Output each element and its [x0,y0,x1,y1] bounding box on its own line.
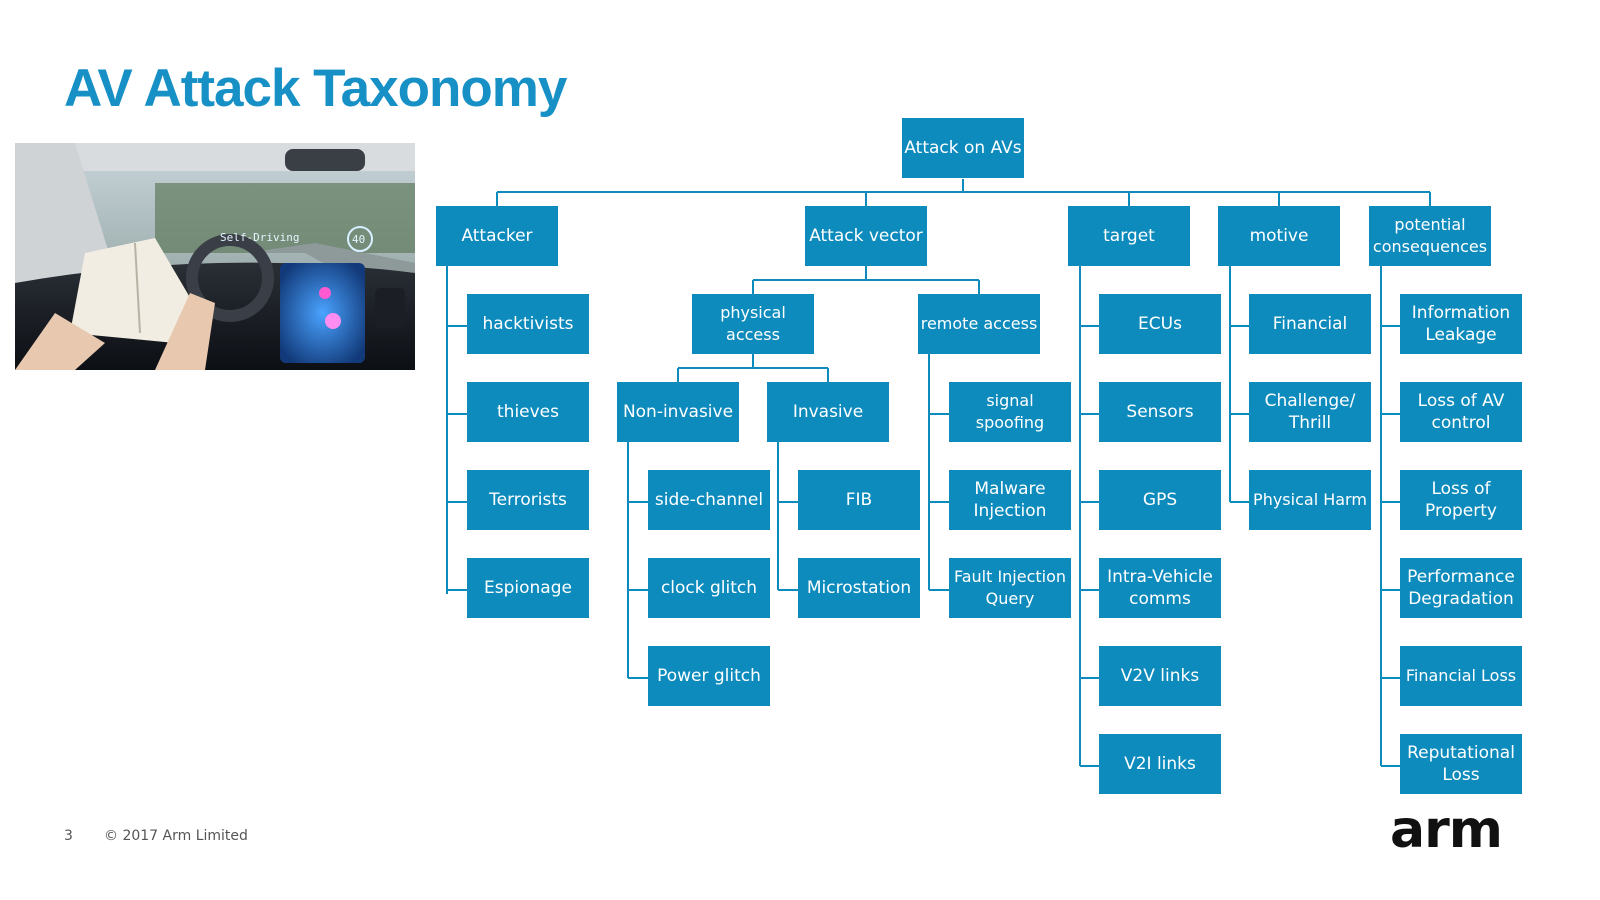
arm-logo: arm [1390,800,1503,860]
node-signal-spoofing: signal spoofing [949,382,1071,442]
node-ecus: ECUs [1099,294,1221,354]
node-terrorists: Terrorists [467,470,589,530]
node-attacker: Attacker [436,206,558,266]
node-financial: Financial [1249,294,1371,354]
node-hacktivists: hacktivists [467,294,589,354]
node-power-glitch: Power glitch [648,646,770,706]
node-non-invasive: Non-invasive [617,382,739,442]
node-loss-of-property: Loss of Property [1400,470,1522,530]
node-fault-injection-query: Fault Injection Query [949,558,1071,618]
node-espionage: Espionage [467,558,589,618]
node-physical-harm: Physical Harm [1249,470,1371,530]
node-invasive: Invasive [767,382,889,442]
node-reputational-loss: Reputational Loss [1400,734,1522,794]
node-malware-injection: Malware Injection [949,470,1071,530]
node-physical-access: physical access [692,294,814,354]
node-v2i-links: V2I links [1099,734,1221,794]
node-challenge-thrill: Challenge/ Thrill [1249,382,1371,442]
node-attack-on-avs: Attack on AVs [902,118,1024,178]
node-information-leakage: Information Leakage [1400,294,1522,354]
node-loss-of-av-control: Loss of AV control [1400,382,1522,442]
page-number: 3 [64,828,73,844]
hud-speed-text: 40 [352,233,365,246]
node-attack-vector: Attack vector [805,206,927,266]
hud-self-driving-text: Self-Driving [220,231,299,244]
node-motive: motive [1218,206,1340,266]
copyright-text: © 2017 Arm Limited [104,828,248,844]
node-thieves: thieves [467,382,589,442]
node-clock-glitch: clock glitch [648,558,770,618]
node-potential-consequences: potential consequences [1369,206,1491,266]
node-remote-access: remote access [918,294,1040,354]
page-title: AV Attack Taxonomy [64,59,567,118]
node-intra-vehicle-comms: Intra-Vehicle comms [1099,558,1221,618]
node-financial-loss: Financial Loss [1400,646,1522,706]
node-gps: GPS [1099,470,1221,530]
node-microstation: Microstation [798,558,920,618]
self-driving-car-photo: Self-Driving 40 [15,143,415,370]
node-side-channel: side-channel [648,470,770,530]
node-performance-degradation: Performance Degradation [1400,558,1522,618]
node-target: target [1068,206,1190,266]
node-fib: FIB [798,470,920,530]
node-v2v-links: V2V links [1099,646,1221,706]
node-sensors: Sensors [1099,382,1221,442]
